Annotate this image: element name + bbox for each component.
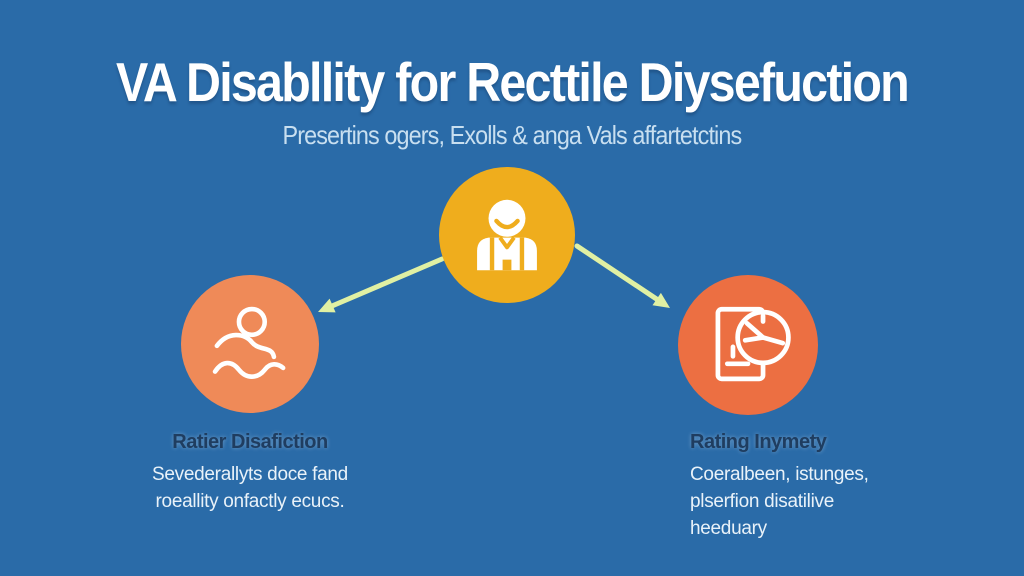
left-caption-body: Sevederallyts doce fand roeallity onfact… (152, 464, 348, 512)
right-caption: Rating Inymety Coeralbeen, istunges, pls… (690, 431, 920, 542)
right-caption-body: Coeralbeen, istunges, plserfion disatili… (690, 464, 869, 539)
right-caption-heading: Rating Inymety (690, 431, 827, 453)
page-subtitle: Presertins ogers, Exolls & anga Vals aff… (282, 120, 743, 150)
arrow-right-head (652, 292, 670, 308)
document-clock-icon (715, 306, 791, 382)
subtitle-row: Presertins ogers, Exolls & anga Vals aff… (0, 120, 1024, 151)
smile-shape (494, 218, 520, 230)
veteran-person-icon (477, 199, 537, 271)
left-caption-heading: Ratier Disafiction (172, 431, 328, 453)
relaxing-person-icon (212, 306, 286, 379)
right-node (678, 275, 818, 415)
header: VA Disabllity for Recttile Diysefuction (0, 50, 1024, 114)
left-caption: Ratier Disafiction Sevederallyts doce fa… (128, 431, 372, 515)
arrow-left-line (329, 256, 445, 309)
arrow-left-head (318, 298, 336, 313)
page-title: VA Disabllity for Recttile Diysefuction (116, 51, 910, 113)
center-node (439, 167, 575, 303)
arrow-right-line (574, 243, 661, 303)
left-node (181, 275, 319, 413)
